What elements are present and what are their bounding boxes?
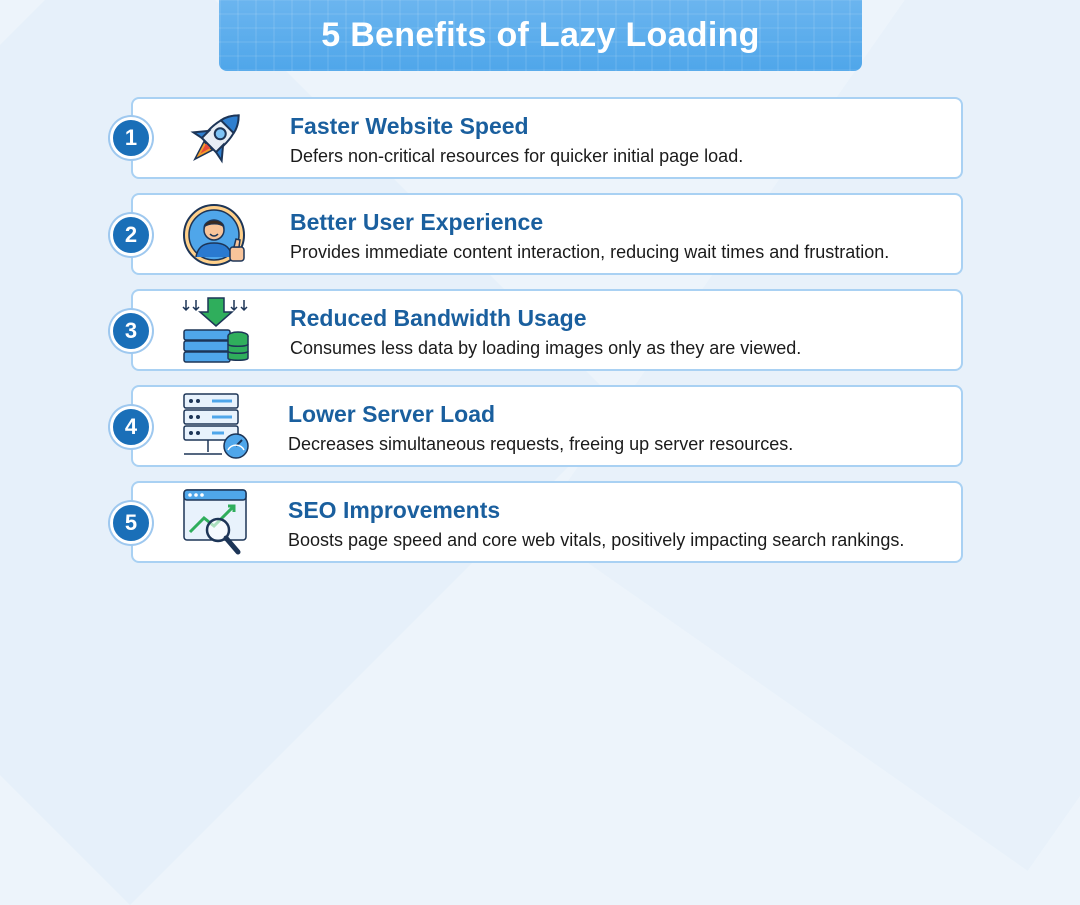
seo-chart-icon	[178, 486, 254, 558]
number-badge-3: 3	[110, 310, 152, 352]
benefit-title-4: Lower Server Load	[288, 401, 496, 427]
circuit-pattern	[219, 0, 862, 71]
user-thumbs-up-icon	[178, 199, 254, 271]
benefit-title-3: Reduced Bandwidth Usage	[290, 305, 587, 331]
rocket-icon	[178, 102, 254, 174]
benefit-title-5: SEO Improvements	[288, 497, 501, 523]
benefit-description-2: Provides immediate content interaction, …	[290, 242, 890, 262]
benefit-title-1: Faster Website Speed	[290, 113, 529, 139]
benefit-description-3: Consumes less data by loading images onl…	[290, 338, 802, 358]
benefit-card-3	[131, 289, 963, 371]
benefit-title-2: Better User Experience	[290, 209, 544, 235]
benefit-description-1: Defers non-critical resources for quicke…	[290, 146, 744, 166]
benefit-card-2	[131, 193, 963, 275]
number-badge-2: 2	[110, 214, 152, 256]
benefit-card-4	[131, 385, 963, 467]
benefit-description-4: Decreases simultaneous requests, freeing…	[288, 434, 794, 454]
number-badge-1: 1	[110, 117, 152, 159]
benefit-card-5	[131, 481, 963, 563]
title-banner: 5 Benefits of Lazy Loading	[219, 0, 862, 71]
bandwidth-download-icon	[178, 294, 254, 366]
benefit-description-5: Boosts page speed and core web vitals, p…	[288, 530, 905, 550]
server-gauge-icon	[178, 390, 254, 462]
number-badge-5: 5	[110, 502, 152, 544]
number-badge-4: 4	[110, 406, 152, 448]
page-title: 5 Benefits of Lazy Loading	[321, 16, 760, 54]
benefit-card-1	[131, 97, 963, 179]
